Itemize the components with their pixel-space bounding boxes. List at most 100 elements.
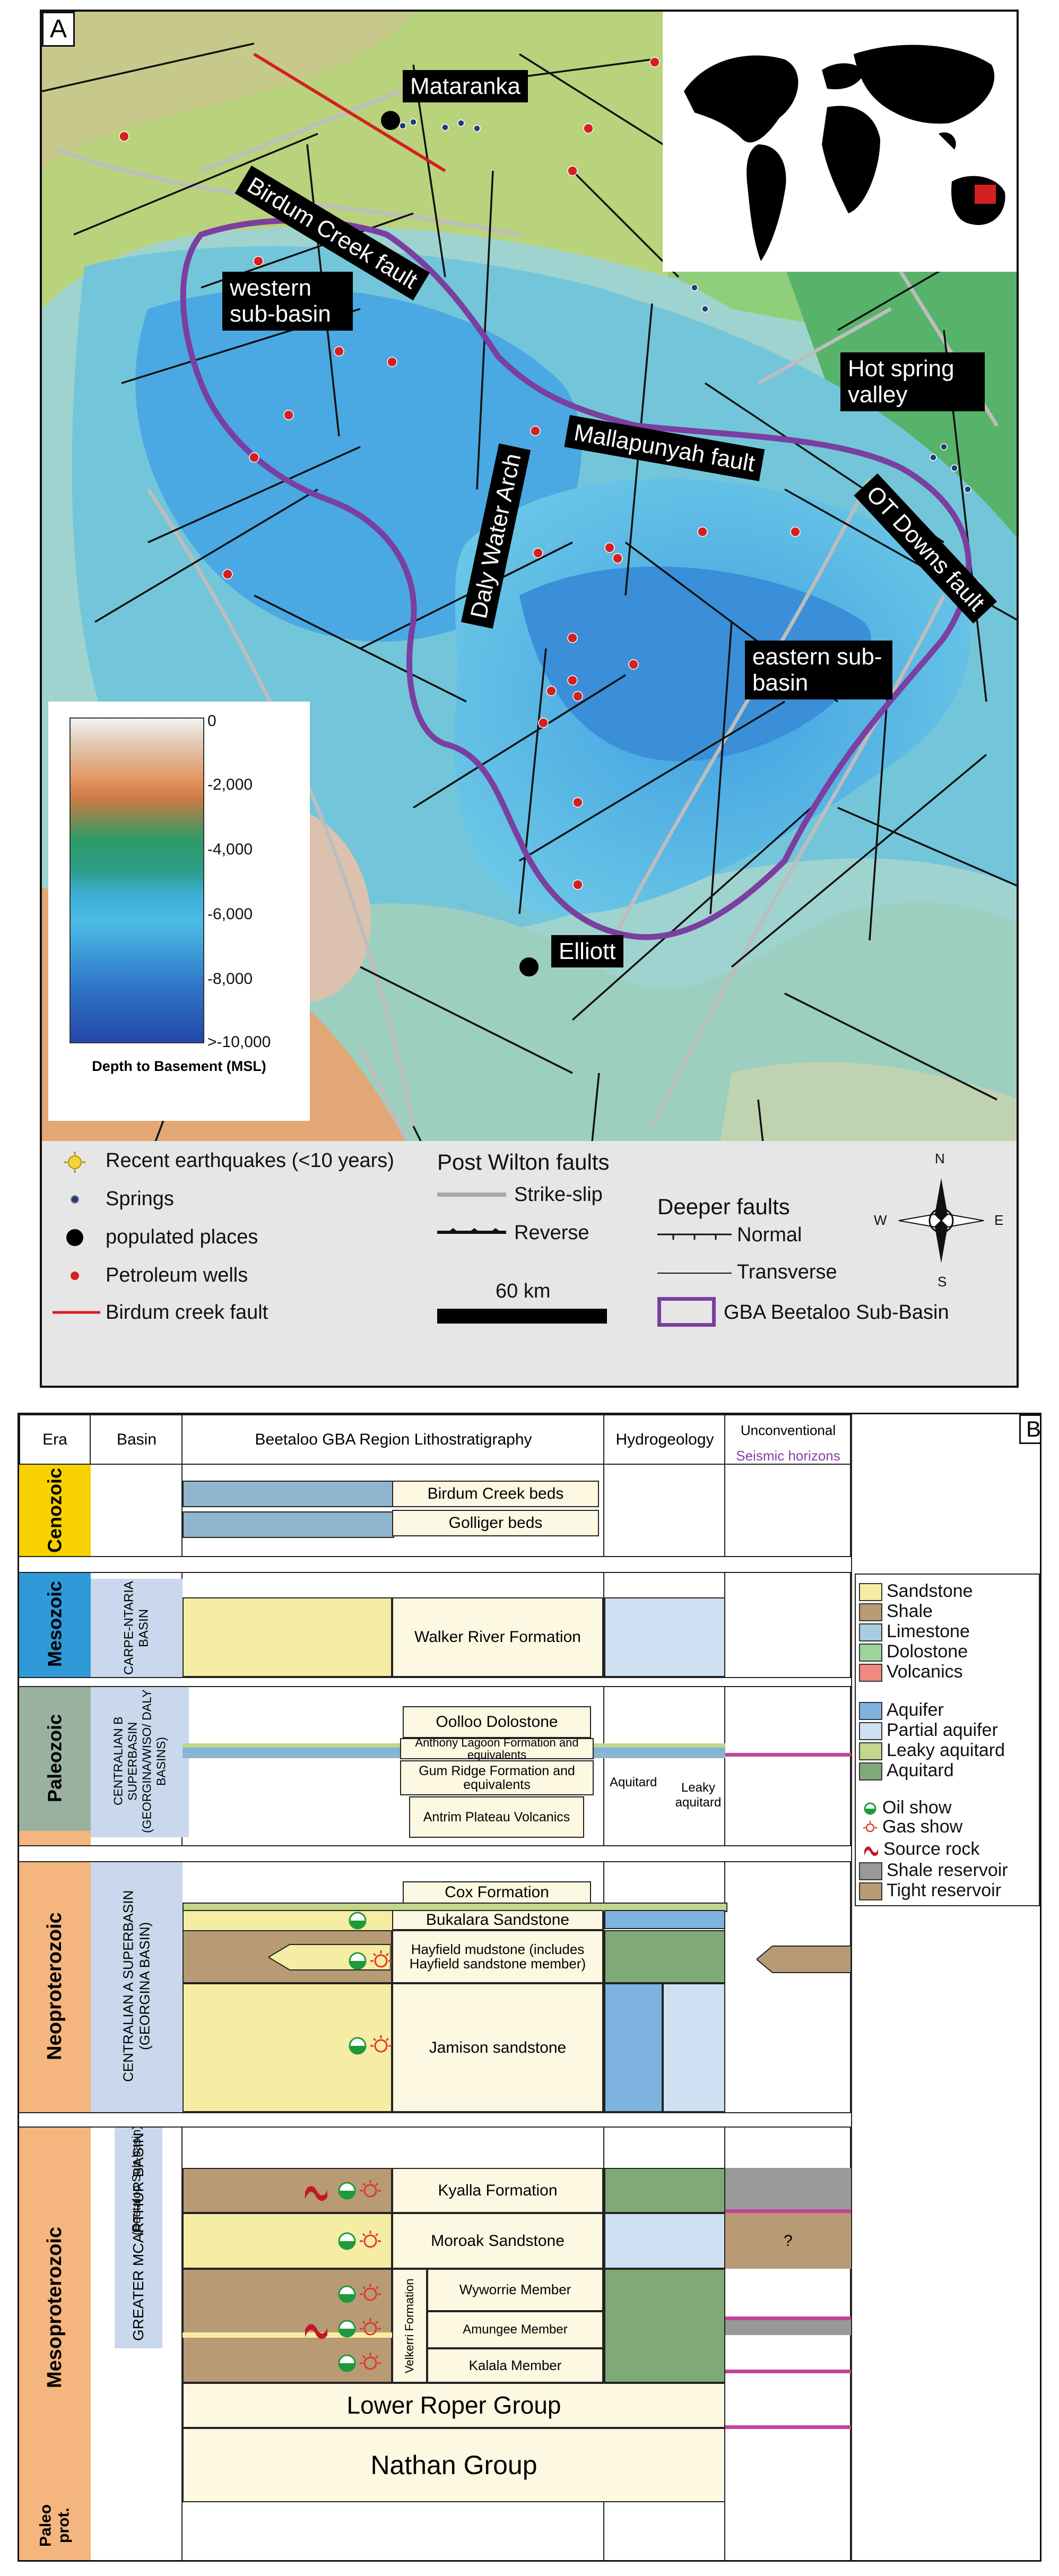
compass-west: W xyxy=(874,1212,887,1228)
unit-cox: Cox Formation xyxy=(403,1881,591,1904)
velkerri-fill xyxy=(183,2269,392,2383)
hydro-moroak xyxy=(604,2213,725,2269)
tight-reservoir-wedge xyxy=(757,1946,851,1973)
unit-amungee: Amungee Member xyxy=(427,2311,603,2348)
spring-icon xyxy=(71,1195,79,1204)
seismic-horizon-2 xyxy=(725,2209,851,2213)
gas-show-icon xyxy=(360,2353,381,2370)
seismic-horizon-1 xyxy=(725,1753,851,1757)
place-label-elliott: Elliott xyxy=(551,935,623,968)
unit-wyworrie: Wyworrie Member xyxy=(427,2269,603,2311)
legend-swatch xyxy=(859,1583,882,1602)
header-basin: Basin xyxy=(116,1430,157,1448)
col-litho xyxy=(183,1414,604,2560)
gas-show-icon xyxy=(360,2318,381,2336)
colorbar-title: Depth to Basement (MSL) xyxy=(92,1058,266,1074)
world-inset-map xyxy=(663,12,1017,272)
legend-partial-aquifer: Partial aquifer xyxy=(859,1720,998,1741)
oil-show-icon xyxy=(864,1802,876,1815)
header-seismic: Seismic horizons xyxy=(736,1447,840,1464)
study-area-marker xyxy=(975,185,996,204)
oil-show-icon xyxy=(349,2037,367,2055)
unit-oolloo: Oolloo Dolostone xyxy=(403,1706,591,1738)
basin-mcarthur-sub: (Beetaloo Sub-basin) xyxy=(129,2125,143,2235)
legend-shale-reservoir: Shale reservoir xyxy=(859,1860,1008,1881)
header-era: Era xyxy=(42,1430,67,1448)
break-row-2 xyxy=(19,1677,851,1687)
gas-show-icon xyxy=(360,2231,381,2248)
break-row-3 xyxy=(19,1845,851,1862)
legend-swatch xyxy=(859,1644,882,1662)
reservoir-legend: Source rock Shale reservoir Tight reserv… xyxy=(855,1839,1040,1906)
stratigraphy-panel-b: Era Basin Beetaloo GBA Region Lithostrat… xyxy=(18,1413,1041,2562)
key-reverse: Reverse xyxy=(514,1222,589,1244)
panel-b-letter: B xyxy=(1019,1414,1040,1444)
legend-aquifer: Aquifer xyxy=(859,1700,944,1721)
populated-place-icon xyxy=(66,1229,83,1246)
colorbar-tick-5: >-10,000 xyxy=(207,1033,271,1051)
oil-show-icon xyxy=(338,2285,356,2303)
birdum-fault-line-icon xyxy=(53,1311,100,1314)
jamison-fill xyxy=(183,1983,392,2112)
col-legend xyxy=(851,1414,1040,2560)
walker-fill xyxy=(183,1597,392,1677)
hydro-kyalla xyxy=(604,2168,725,2213)
oil-show-icon xyxy=(338,2320,356,2338)
lithology-legend: Sandstone Shale Limestone Dolostone Volc… xyxy=(855,1574,1040,1846)
unconv-amungee xyxy=(725,2320,851,2335)
unit-walker-river: Walker River Formation xyxy=(392,1597,603,1677)
era-paleozoic: Paleozoic xyxy=(19,1685,91,1831)
seismic-horizon-5 xyxy=(725,2425,851,2429)
key-transverse: Transverse xyxy=(737,1261,837,1283)
gas-show-icon xyxy=(360,2284,381,2301)
key-gba: GBA Beetaloo Sub-Basin xyxy=(724,1301,949,1324)
key-birdum: Birdum creek fault xyxy=(106,1301,268,1324)
hydro-aquitard-label: Aquitard xyxy=(610,1775,657,1790)
earthquake-icon xyxy=(64,1152,85,1173)
label-hot-spring-valley: Hot spring valley xyxy=(840,352,985,411)
header-unconventional: Unconventional xyxy=(740,1422,836,1438)
key-populated: populated places xyxy=(106,1226,258,1248)
key-post-wilton: Post Wilton faults xyxy=(437,1149,610,1174)
compass-north: N xyxy=(935,1151,945,1166)
unit-anthony-lagoon: Anthony Lagoon Formation and equivalents xyxy=(400,1736,594,1761)
hydro-bukalara xyxy=(604,1910,725,1929)
unit-kyalla: Kyalla Formation xyxy=(392,2168,603,2213)
legend-swatch xyxy=(859,1722,882,1741)
legend-tight-reservoir: Tight reservoir xyxy=(859,1880,1001,1901)
depth-colorbar xyxy=(70,718,204,1043)
unconv-moroak: ? xyxy=(725,2213,851,2269)
legend-source-rock: Source rock xyxy=(863,1839,979,1860)
hydro-leaky-label: Leaky aquitard xyxy=(675,1780,722,1810)
unit-lower-roper: Lower Roper Group xyxy=(183,2383,725,2428)
unit-birdum-creek: Birdum Creek beds xyxy=(392,1481,599,1507)
source-rock-icon xyxy=(305,2186,327,2201)
era-neoproterozoic: Neoproterozoic xyxy=(19,1860,91,2112)
unit-bukalara: Bukalara Sandstone xyxy=(392,1910,603,1930)
golliger-fill xyxy=(183,1511,394,1538)
compass-east: E xyxy=(994,1212,1004,1228)
key-scale-text: 60 km xyxy=(496,1280,551,1302)
hydro-jamison-aquifer xyxy=(604,1983,663,2112)
key-earthquakes: Recent earthquakes (<10 years) xyxy=(106,1149,394,1172)
compass-rose-icon xyxy=(898,1178,984,1263)
label-western-sub-basin: western sub-basin xyxy=(222,272,353,331)
unit-hayfield: Hayfield mudstone (includes Hayfield san… xyxy=(392,1930,603,1983)
oil-show-icon xyxy=(338,2182,356,2200)
kyalla-fill xyxy=(183,2168,392,2213)
legend-swatch xyxy=(859,1762,882,1781)
map-panel-a: A Mataranka Elliott Birdum Creek fault w… xyxy=(40,10,1019,1388)
world-map-graphic xyxy=(684,45,1005,261)
gas-show-icon xyxy=(863,1821,877,1832)
oil-show-icon xyxy=(349,1952,367,1970)
seismic-horizon-3 xyxy=(725,2316,851,2320)
legend-swatch xyxy=(859,1603,882,1622)
header-row xyxy=(19,1414,851,1465)
oil-show-icon xyxy=(338,2232,356,2250)
break-row-1 xyxy=(19,1556,851,1573)
era-mesoproterozoic: Mesoproterozoic xyxy=(19,2125,91,2489)
unit-jamison: Jamison sandstone xyxy=(392,1983,603,2112)
colorbar-tick-2: -4,000 xyxy=(207,841,253,858)
scale-bar xyxy=(437,1309,607,1324)
legend-shale: Shale xyxy=(859,1601,933,1622)
